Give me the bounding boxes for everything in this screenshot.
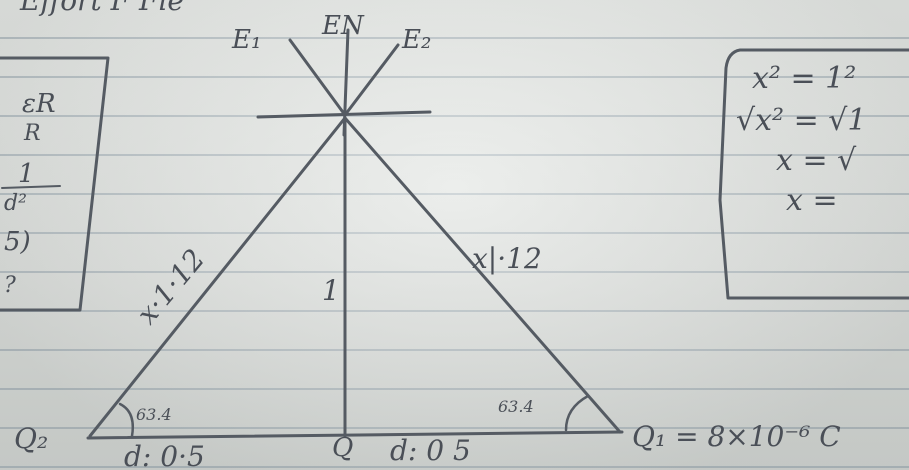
right-angle-label: 63.4 <box>498 397 534 416</box>
left-box-line-1: εR <box>22 89 56 119</box>
left-charge-label: Q₂ <box>14 422 48 455</box>
field-label-en: EN <box>321 11 365 41</box>
height-label: 1 <box>322 274 340 307</box>
right-box-line-3: x = √ <box>776 143 857 178</box>
mid-point-label: Q <box>332 433 353 463</box>
triangle-right-side <box>343 116 622 434</box>
left-box-line-5: 5) <box>4 227 31 257</box>
field-line-e2 <box>343 43 400 117</box>
right-angle-arc <box>564 394 590 432</box>
right-box-line-1: x² = 1² <box>752 61 856 96</box>
triangle-left-side <box>88 116 347 438</box>
horizontal-crossline <box>256 110 432 119</box>
right-side-label: x|·12 <box>472 242 542 275</box>
field-line-e1 <box>288 38 347 117</box>
right-charge-label: Q₁ = 8×10⁻⁶ C <box>632 420 841 453</box>
right-box-frame <box>718 48 909 300</box>
field-label-e2: E₂ <box>401 25 431 55</box>
left-box-line-6: ? <box>4 273 16 298</box>
right-box-line-2: √x² = √1 <box>736 103 866 138</box>
left-angle-label: 63.4 <box>136 405 172 424</box>
field-label-e1: E₁ <box>231 25 261 55</box>
triangle-base <box>86 430 624 440</box>
left-box-line-4: d² <box>4 191 27 216</box>
left-angle-arc <box>118 402 134 438</box>
right-distance-label: d: 0 5 <box>390 434 471 467</box>
left-box-fraction-bar <box>1 185 61 189</box>
left-side-label: x·1·12 <box>130 243 211 331</box>
header-fragment: Effort F Fie <box>19 0 184 17</box>
left-box-line-2: R <box>23 121 41 146</box>
left-box-line-3: 1 <box>18 159 35 189</box>
right-box-line-4: x = <box>786 183 838 218</box>
left-box-frame <box>0 56 110 312</box>
left-distance-label: d: 0·5 <box>124 440 205 470</box>
